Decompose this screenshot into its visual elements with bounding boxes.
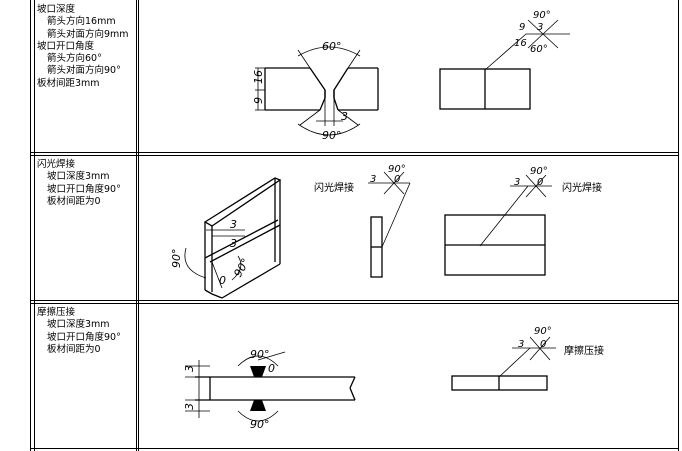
- row3-title: 摩擦压接: [37, 307, 76, 318]
- row2-sym-angle-left: 90°: [388, 164, 406, 175]
- row3-gap: 0: [268, 362, 275, 375]
- friction-weld-section: [195, 366, 356, 411]
- row2-right-weld-symbol: [479, 174, 552, 247]
- row2-label-right: 闪光焊接: [562, 181, 602, 194]
- row2-sym-depth-left: 3: [370, 174, 376, 185]
- row3-sym-depth: 3: [518, 339, 524, 350]
- row2-sym-gap-right: 0: [537, 177, 543, 188]
- row1-sym-angle-bottom: 60°: [530, 44, 548, 55]
- row1-angle-top: 60°: [322, 40, 342, 53]
- row1-sym-gap: 3: [537, 22, 543, 33]
- row1-line: 箭头方向60°: [47, 53, 102, 65]
- row2-angle-left: 90°: [170, 249, 183, 269]
- row2-sym-depth-right: 3: [514, 177, 520, 188]
- double-v-groove-section: [264, 67, 379, 111]
- row2-dim-top: 3: [230, 218, 237, 231]
- row1-sym-depth-bottom: 16: [514, 38, 527, 49]
- row1-line: 箭头方向16mm: [47, 16, 116, 28]
- row3-plan-view: [451, 375, 548, 391]
- row3-angle-bottom: 90°: [250, 418, 270, 431]
- row2-title: 闪光焊接: [37, 159, 76, 170]
- row3-dim-top: 3: [183, 365, 196, 372]
- row1-angle-bottom: 90°: [322, 129, 342, 142]
- flash-weld-isometric: [203, 177, 282, 299]
- row2-gap: 0: [219, 274, 226, 287]
- row1-plan-view: [439, 68, 531, 110]
- row2-sym-gap-left: 0: [394, 174, 400, 185]
- row3-line: 坡口深度3mm: [47, 319, 110, 331]
- row1-line: 板材间距3mm: [37, 77, 100, 89]
- row2-line: 板材间距为0: [47, 195, 101, 207]
- row2-sym-angle-right: 90°: [530, 166, 548, 177]
- row2-plan-view: [444, 214, 546, 276]
- row1-line: 箭头对面方向9mm: [47, 28, 129, 40]
- row1-description: 坡口深度 箭头方向16mm 箭头对面方向9mm 坡口开口角度 箭头方向60° 箭…: [37, 4, 135, 90]
- row3-dim-bottom: 3: [183, 403, 196, 410]
- row2-label-left: 闪光焊接: [314, 181, 354, 194]
- friction-weld-flash: [250, 366, 266, 411]
- row1-gap: 3: [341, 110, 348, 123]
- row3-label: 摩擦压接: [564, 344, 604, 357]
- row3-weld-symbol: [498, 336, 556, 378]
- row3-line: 板材间距为0: [47, 343, 101, 355]
- row3-description: 摩擦压接 坡口深度3mm 坡口开口角度90° 板材间距为0: [37, 307, 135, 356]
- row1-line: 坡口开口角度: [37, 40, 95, 52]
- row1-title: 坡口深度: [37, 4, 76, 15]
- row3-line: 坡口开口角度90°: [47, 331, 121, 343]
- row2-line: 坡口深度3mm: [47, 171, 110, 183]
- row3-angle-top: 90°: [250, 348, 270, 361]
- row2-dim-side: 3: [230, 237, 237, 250]
- row2-description: 闪光焊接 坡口深度3mm 坡口开口角度90° 板材间距为0: [37, 159, 135, 208]
- row1-line: 箭头对面方向90°: [47, 65, 121, 77]
- row3-sym-angle: 90°: [534, 326, 552, 337]
- row2-line: 坡口开口角度90°: [47, 183, 121, 195]
- row3-sym-gap: 0: [540, 339, 546, 350]
- row1-sym-angle-top: 90°: [533, 10, 551, 21]
- row1-sym-depth-top: 9: [519, 22, 525, 33]
- row1-weld-symbol: [484, 19, 570, 71]
- row2-left-weld-symbol: [368, 171, 411, 248]
- row1-depth-top: 16: [252, 70, 265, 84]
- row1-depth-bottom: 9: [252, 97, 265, 104]
